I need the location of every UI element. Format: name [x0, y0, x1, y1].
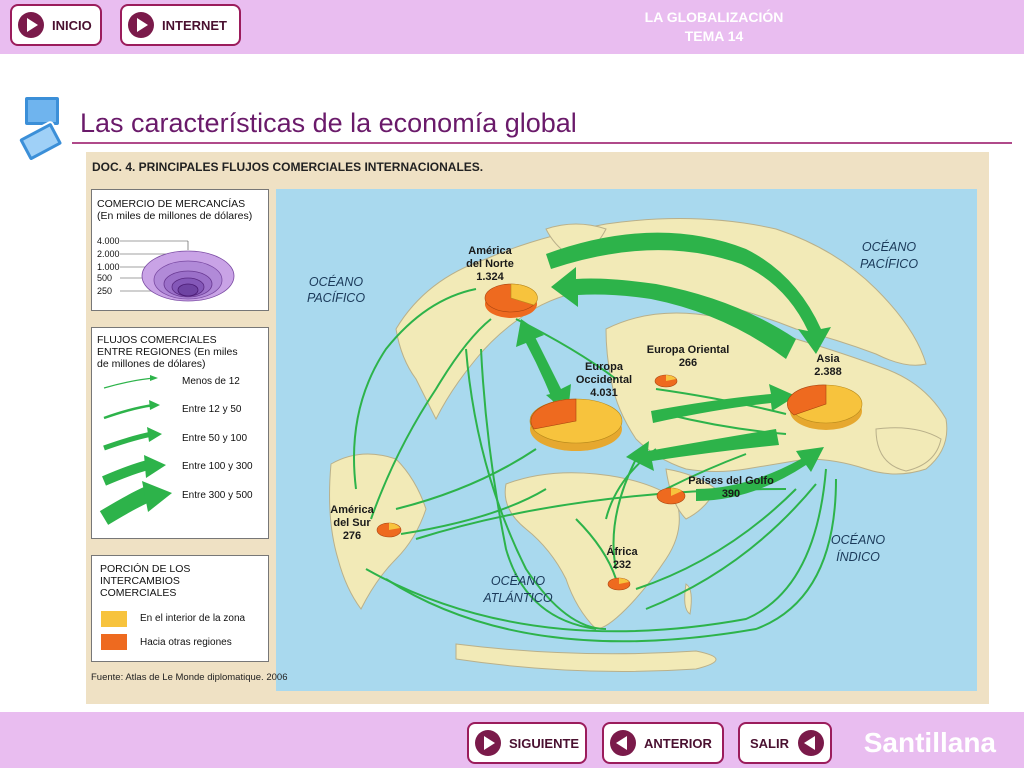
exit-button[interactable]: SALIR	[738, 722, 832, 764]
region-gulf-1: Países del Golfo	[688, 475, 774, 487]
flow-label: Entre 300 y 500	[182, 490, 253, 501]
scale-label: 500	[97, 273, 113, 283]
legend-flows-title-3: de millones de dólares)	[97, 358, 206, 370]
legend-portion-title-1: PORCIÓN DE LOS	[100, 563, 191, 575]
legend-flows-title-2: ENTRE REGIONES (En miles	[97, 346, 238, 358]
thick-flows	[516, 232, 831, 501]
brand-logo: Santillana	[863, 727, 996, 758]
label-indian-2: ÍNDICO	[836, 549, 880, 564]
region-asia-value: 2.388	[814, 366, 842, 378]
flow-arrow-samples	[99, 375, 172, 525]
map-graphic: OCÉANO PACÍFICO OCÉANO PACÍFICO OCÉANO A…	[307, 218, 948, 672]
region-sa-value: 276	[343, 530, 361, 542]
legend-portion-title-3: COMERCIALES	[100, 587, 177, 599]
theme-title: LA GLOBALIZACIÓN TEMA 14	[614, 8, 814, 46]
region-ee-1: Europa Oriental	[647, 344, 730, 356]
region-we-2: Occidental	[576, 374, 632, 386]
legend-flows-title-1: FLUJOS COMERCIALES	[97, 334, 217, 346]
back-icon	[798, 730, 824, 756]
region-na-value: 1.324	[476, 271, 504, 283]
legend-flows: FLUJOS COMERCIALES ENTRE REGIONES (En mi…	[91, 327, 269, 539]
region-sa-2: del Sur	[333, 517, 371, 529]
region-gulf-value: 390	[722, 488, 740, 500]
region-we-value: 4.031	[590, 387, 618, 399]
next-button[interactable]: SIGUIENTE	[467, 722, 587, 764]
scale-discs	[120, 240, 235, 302]
internet-button[interactable]: INTERNET	[120, 4, 241, 46]
prev-button[interactable]: ANTERIOR	[602, 722, 724, 764]
outside-label: Hacia otras regiones	[140, 637, 232, 648]
region-africa-1: África	[606, 545, 638, 558]
world-map: OCÉANO PACÍFICO OCÉANO PACÍFICO OCÉANO A…	[276, 189, 977, 691]
inside-label: En el interior de la zona	[140, 613, 246, 624]
outside-swatch	[101, 634, 127, 650]
page-title: Las características de la economía globa…	[80, 108, 577, 138]
document-source: Fuente: Atlas de Le Monde diplomatique. …	[91, 672, 288, 683]
legend-portion: PORCIÓN DE LOS INTERCAMBIOS COMERCIALES …	[91, 555, 269, 662]
region-asia-1: Asia	[816, 353, 840, 365]
flow-label: Menos de 12	[182, 376, 240, 387]
scale-label: 2.000	[97, 249, 120, 259]
legend-trade-subtitle: (En miles de millones de dólares)	[97, 210, 253, 222]
back-icon	[610, 730, 636, 756]
region-africa-value: 232	[613, 559, 631, 571]
label-pacific-west-2: PACÍFICO	[307, 290, 365, 305]
region-pies	[376, 283, 863, 591]
play-icon	[128, 12, 154, 38]
next-label: SIGUIENTE	[509, 735, 580, 751]
region-sa-1: América	[330, 504, 374, 516]
theme-line-1: LA GLOBALIZACIÓN	[644, 9, 784, 25]
label-pacific-west-1: OCÉANO	[309, 274, 363, 289]
region-ee-value: 266	[679, 357, 697, 369]
inicio-button[interactable]: INICIO	[10, 4, 102, 46]
document-panel: DOC. 4. PRINCIPALES FLUJOS COMERCIALES I…	[86, 152, 989, 704]
label-atlantic-2: ATLÁNTICO	[482, 590, 552, 605]
play-icon	[475, 730, 501, 756]
document-heading: DOC. 4. PRINCIPALES FLUJOS COMERCIALES I…	[92, 160, 484, 174]
flow-label: Entre 50 y 100	[182, 433, 248, 444]
label-pacific-east-2: PACÍFICO	[860, 256, 918, 271]
label-pacific-east-1: OCÉANO	[862, 239, 916, 254]
flow-label: Entre 100 y 300	[182, 461, 253, 472]
title-divider	[72, 142, 1012, 144]
label-atlantic-1: OCÉANO	[491, 573, 545, 588]
region-na-1: América	[468, 245, 512, 257]
thin-flows	[353, 288, 837, 643]
prev-label: ANTERIOR	[644, 735, 712, 751]
scale-label: 250	[97, 286, 113, 296]
inicio-label: INICIO	[52, 17, 92, 33]
scale-label: 4.000	[97, 236, 120, 246]
play-icon	[18, 12, 44, 38]
legend-trade-title: COMERCIO DE MERCANCÍAS	[97, 198, 246, 210]
label-indian-1: OCÉANO	[831, 532, 885, 547]
legend-portion-title-2: INTERCAMBIOS	[100, 575, 180, 587]
monitor-icon	[18, 95, 64, 160]
legend-trade: COMERCIO DE MERCANCÍAS (En miles de mill…	[91, 189, 269, 311]
scale-label: 1.000	[97, 262, 120, 272]
internet-label: INTERNET	[162, 17, 227, 33]
exit-label: SALIR	[750, 735, 789, 751]
flow-label: Entre 12 y 50	[182, 404, 242, 415]
inside-swatch	[101, 611, 127, 627]
region-we-1: Europa	[585, 361, 624, 373]
region-na-2: del Norte	[466, 258, 514, 270]
theme-line-2: TEMA 14	[684, 28, 744, 44]
